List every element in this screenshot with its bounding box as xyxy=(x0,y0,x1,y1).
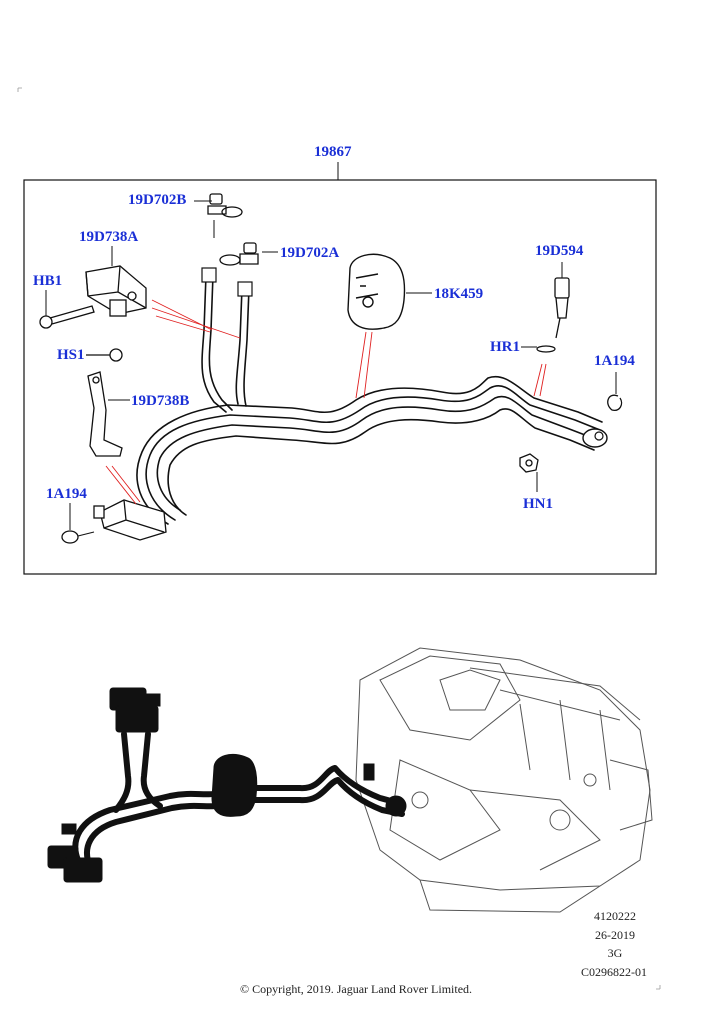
pipe-end xyxy=(201,267,217,283)
valve-cap-19D702A xyxy=(219,242,259,266)
copyright-notice: © Copyright, 2019. Jaguar Land Rover Lim… xyxy=(239,982,473,996)
bolt-HB1 xyxy=(39,305,95,329)
part-label-1A194-right[interactable]: 1A194 xyxy=(594,353,635,369)
grommet-18K459 xyxy=(347,253,406,330)
part-label-19D702B[interactable]: 19D702B xyxy=(128,192,187,208)
part-label-HS1[interactable]: HS1 xyxy=(57,347,85,363)
o-ring-1A194-right xyxy=(607,394,623,411)
part-label-18K459[interactable]: 18K459 xyxy=(434,286,484,302)
nut-HN1 xyxy=(519,453,539,473)
reference-number: 4120222 xyxy=(594,909,636,923)
label-leaders xyxy=(45,200,617,530)
valve-block-lower xyxy=(93,499,167,541)
valve-cap-19D702B xyxy=(207,193,243,218)
illustration-id: C0296822-01 xyxy=(581,965,647,979)
pipe-assembly-parts xyxy=(47,687,407,883)
part-label-19D738B[interactable]: 19D738B xyxy=(131,393,190,409)
refrigerant-pipes xyxy=(136,274,603,525)
model-code: 3G xyxy=(607,946,623,960)
callout-leaders-red xyxy=(105,299,547,505)
part-label-1A194-left[interactable]: 1A194 xyxy=(46,486,87,502)
part-label-HR1[interactable]: HR1 xyxy=(490,339,520,355)
part-label-HN1[interactable]: HN1 xyxy=(523,496,553,512)
pipe-end xyxy=(237,281,253,297)
part-label-HB1[interactable]: HB1 xyxy=(33,273,63,289)
revision-date: 26-2019 xyxy=(595,928,635,942)
pipe-connector xyxy=(594,431,604,441)
part-label-19D594[interactable]: 19D594 xyxy=(535,243,584,259)
bracket-19D738B xyxy=(87,371,123,457)
clip-HR1 xyxy=(536,345,556,353)
o-ring-1A194-left xyxy=(61,530,79,544)
assembly-label[interactable]: 19867 xyxy=(314,144,352,160)
part-label-19D702A[interactable]: 19D702A xyxy=(280,245,340,261)
part-label-19D738A[interactable]: 19D738A xyxy=(79,229,139,245)
assembly-frame xyxy=(23,179,657,575)
corner-mark xyxy=(17,87,22,92)
corner-mark xyxy=(656,985,661,990)
hvac-unit-illustration xyxy=(355,647,653,913)
pressure-switch-19D594 xyxy=(554,277,570,339)
valve-block-19D738A xyxy=(85,265,147,317)
